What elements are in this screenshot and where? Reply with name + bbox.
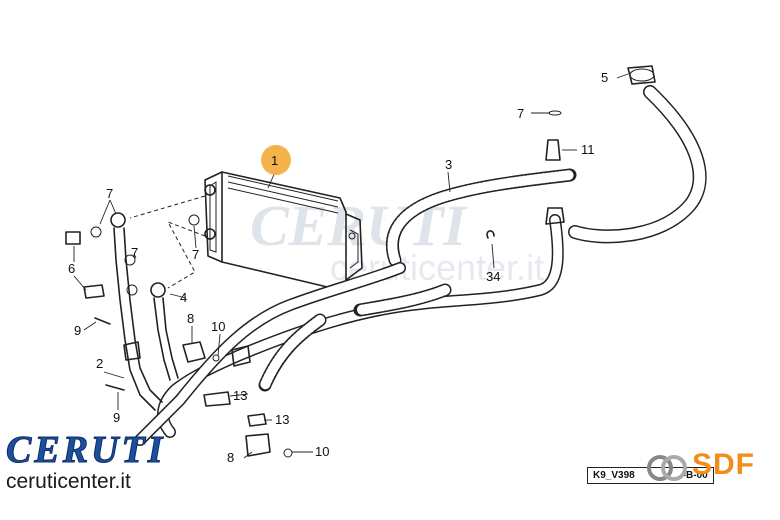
callout-11[interactable]: 11 <box>581 142 595 157</box>
callout-13-top[interactable]: 13 <box>233 388 247 403</box>
callout-4[interactable]: 4 <box>180 290 187 305</box>
callout-7-top[interactable]: 7 <box>517 106 524 121</box>
ceruti-logo-site: ceruticenter.it <box>6 470 131 493</box>
callout-2[interactable]: 2 <box>96 356 103 371</box>
callout-10-bottom[interactable]: 10 <box>315 444 329 459</box>
callout-7-right[interactable]: 7 <box>192 247 199 262</box>
callout-7-left[interactable]: 7 <box>106 186 113 201</box>
sdf-logo: SDF <box>644 446 780 490</box>
callout-7-mid[interactable]: 7 <box>131 245 138 260</box>
callout-6[interactable]: 6 <box>68 261 75 276</box>
callout-1[interactable]: 1 <box>271 153 278 168</box>
drawing-code-main: K9_V398 <box>593 470 635 481</box>
highlight-badge <box>261 145 291 175</box>
callout-5[interactable]: 5 <box>601 70 608 85</box>
callout-8-bottom[interactable]: 8 <box>227 450 234 465</box>
callout-10-top[interactable]: 10 <box>211 319 225 334</box>
drawing-code-suffix: -B-00 <box>682 470 708 481</box>
sdf-gear-icon <box>647 455 687 481</box>
callout-13-bottom[interactable]: 13 <box>275 412 289 427</box>
oil-lines <box>134 207 565 446</box>
sdf-label: SDF <box>692 448 755 481</box>
left-fittings <box>65 212 251 411</box>
ceruti-logo-name: CERUTI <box>6 429 166 471</box>
ceruti-logo: CERUTI ceruticenter.it <box>6 430 226 494</box>
callout-3[interactable]: 3 <box>445 157 452 172</box>
corrugated-hose-upper <box>385 168 577 267</box>
callout-34[interactable]: 34 <box>486 269 500 284</box>
small-hardware <box>182 110 562 458</box>
callout-9-bottom[interactable]: 9 <box>113 410 120 425</box>
callout-8-top[interactable]: 8 <box>187 311 194 326</box>
callout-9-top[interactable]: 9 <box>74 323 81 338</box>
upper-return-hose <box>568 65 707 244</box>
